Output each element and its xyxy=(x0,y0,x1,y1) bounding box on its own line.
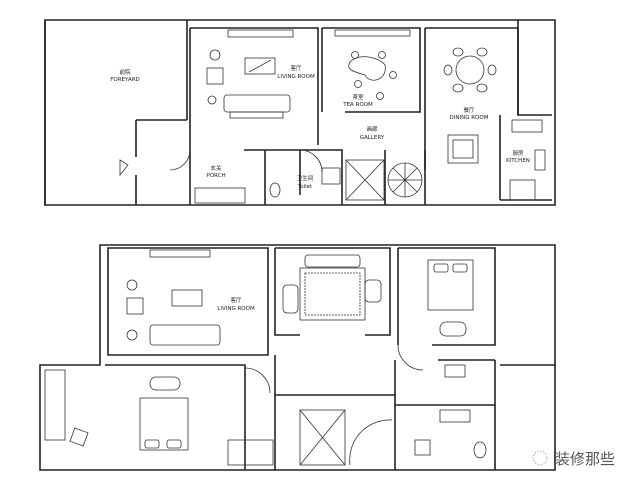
watermark-icon xyxy=(532,450,548,466)
watermark: 装修那些 xyxy=(532,450,615,468)
tea-room-label: TEA ROOM xyxy=(342,102,373,108)
foreyard-label: FOREYARD xyxy=(110,77,140,83)
dining-room-label-zh: 餐厅 xyxy=(463,106,475,114)
floor1-walls xyxy=(44,19,556,206)
porch-label: PORCH xyxy=(206,173,225,179)
gallery-label: GALLERY xyxy=(360,135,385,141)
floor2-furniture xyxy=(44,249,487,466)
toilet-label: Toilet xyxy=(297,184,313,190)
porch-label-zh: 玄关 xyxy=(210,164,222,172)
dining-room-label: DINING ROOM xyxy=(450,115,489,121)
gallery-label-zh: 画廊 xyxy=(366,125,378,133)
living-room-label-zh: 客厅 xyxy=(290,64,302,72)
living-room-label: LIVING ROOM xyxy=(277,74,315,80)
tea-room-label-zh: 茶室 xyxy=(352,93,364,101)
floor2-living-room-label: LIVING ROOM xyxy=(217,306,255,312)
foreyard-label-zh: 前院 xyxy=(119,68,131,76)
floor1-labels: 前院 FOREYARD 客厅 LIVING ROOM 茶室 TEA ROOM 画… xyxy=(110,64,530,190)
floor2-living-room-label-zh: 客厅 xyxy=(230,296,242,304)
toilet-label-zh: 卫生间 xyxy=(297,174,314,182)
kitchen-label: KITCHEN xyxy=(506,158,530,164)
watermark-text: 装修那些 xyxy=(555,450,615,468)
kitchen-label-zh: 厨房 xyxy=(512,149,524,157)
floor1-furniture xyxy=(119,29,546,204)
floor2-labels: 客厅 LIVING ROOM xyxy=(217,296,255,312)
floor2-walls xyxy=(39,244,556,471)
